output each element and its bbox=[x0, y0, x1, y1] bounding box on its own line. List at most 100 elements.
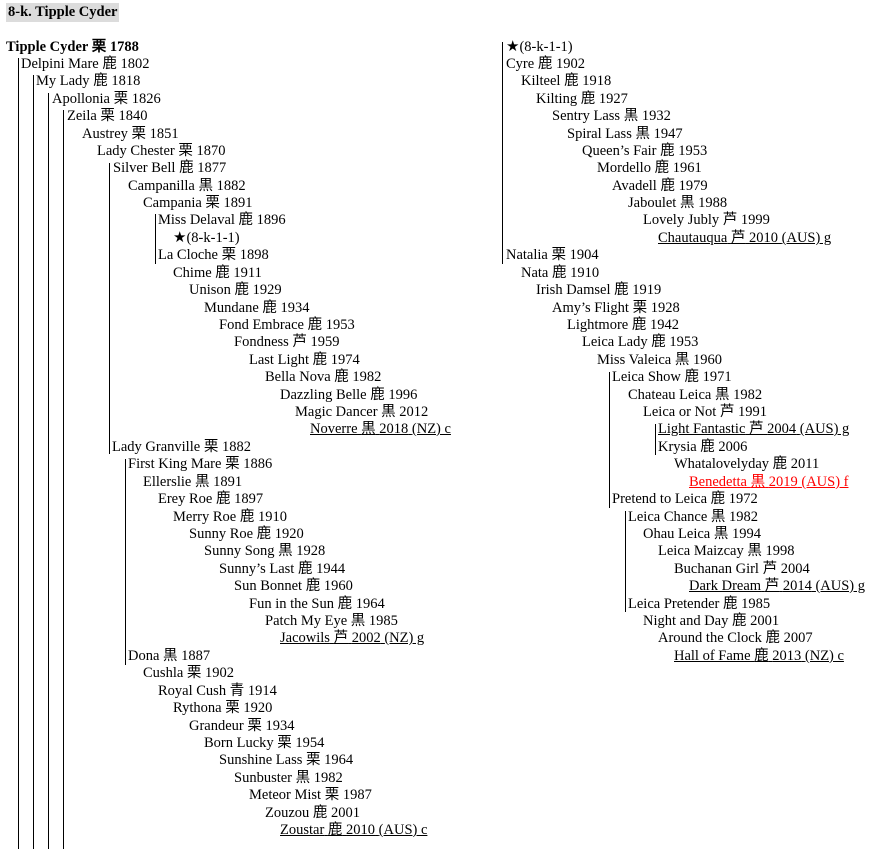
pedigree-entry-campanilla: Campanilla 黒 1882 bbox=[128, 178, 246, 195]
horse-name: Avadell bbox=[612, 178, 657, 194]
pedigree-entry-campania: Campania 栗 1891 bbox=[143, 195, 253, 212]
coat-color: 鹿 bbox=[772, 456, 788, 472]
pedigree-entry-bella-nova: Bella Nova 鹿 1982 bbox=[265, 369, 381, 386]
pedigree-entry-mundane: Mundane 鹿 1934 bbox=[204, 300, 310, 317]
pedigree-entry-miss-delaval: Miss Delaval 鹿 1896 bbox=[158, 212, 286, 229]
origin-sex: (AUS) g bbox=[815, 578, 865, 594]
birth-year: 1953 bbox=[325, 317, 355, 333]
horse-name: Tipple Cyder bbox=[6, 39, 89, 55]
horse-name: First King Mare bbox=[128, 456, 222, 472]
pedigree-entry-miss-valeica: Miss Valeica 黒 1960 bbox=[597, 352, 722, 369]
horse-name: Dark Dream bbox=[689, 578, 762, 594]
birth-year: 2010 bbox=[749, 230, 779, 246]
horse-name: Miss Delaval bbox=[158, 212, 235, 228]
horse-name: Lady Chester bbox=[97, 143, 175, 159]
coat-color: 芦 bbox=[722, 212, 738, 228]
birth-year: 1904 bbox=[569, 247, 599, 263]
birth-year: 1920 bbox=[243, 700, 273, 716]
pedigree-entry-magic-dancer: Magic Dancer 黒 2012 bbox=[295, 404, 428, 421]
pedigree-entry-royal-cush: Royal Cush 青 1914 bbox=[158, 683, 277, 700]
birth-year: 2007 bbox=[783, 630, 813, 646]
coat-color: 栗 bbox=[186, 665, 202, 681]
horse-name: Fond Embrace bbox=[219, 317, 304, 333]
pedigree-entry-noverre: Noverre 黒 2018 (NZ) c bbox=[310, 421, 451, 438]
pedigree-entry-sunny-song: Sunny Song 黒 1928 bbox=[204, 543, 325, 560]
birth-year: 1897 bbox=[234, 491, 264, 507]
pedigree-entry-lady-chester: Lady Chester 栗 1870 bbox=[97, 143, 225, 160]
pedigree-entry-lady-granville: Lady Granville 栗 1882 bbox=[112, 439, 251, 456]
pedigree-entry-grandeur: Grandeur 栗 1934 bbox=[189, 718, 295, 735]
birth-year: 1934 bbox=[280, 300, 310, 316]
coat-color: 黒 bbox=[747, 543, 762, 559]
coat-color: 芦 bbox=[730, 230, 746, 246]
coat-color: 鹿 bbox=[215, 265, 230, 281]
coat-color: 芦 bbox=[719, 404, 735, 420]
horse-name: Chautauqua bbox=[658, 230, 728, 246]
horse-name: Buchanan Girl bbox=[674, 561, 759, 577]
horse-name: Apollonia bbox=[52, 91, 110, 107]
coat-color: 黒 bbox=[381, 404, 396, 420]
birth-year: 1988 bbox=[698, 195, 728, 211]
pedigree-entry-zeila: Zeila 栗 1840 bbox=[67, 108, 148, 125]
horse-name: Sunshine Lass bbox=[219, 752, 303, 768]
coat-color: 黒 bbox=[361, 421, 376, 437]
coat-color: 鹿 bbox=[754, 648, 769, 664]
coat-color: 栗 bbox=[247, 718, 262, 734]
coat-color: 鹿 bbox=[614, 282, 629, 298]
birth-year: 2001 bbox=[750, 613, 780, 629]
pedigree-entry-tipple-cyder: Tipple Cyder 栗 1788 bbox=[6, 39, 139, 56]
birth-year: 1891 bbox=[213, 474, 243, 490]
tree-connector-line bbox=[502, 42, 503, 264]
page-title: 8-k. Tipple Cyder bbox=[6, 3, 120, 22]
birth-year: 1928 bbox=[296, 543, 326, 559]
tree-connector-line bbox=[609, 372, 610, 508]
pedigree-entry-delpini-mare: Delpini Mare 鹿 1802 bbox=[21, 56, 149, 73]
birth-year: 2013 bbox=[772, 648, 802, 664]
horse-name: Natalia bbox=[506, 247, 548, 263]
horse-name: Spiral Lass bbox=[567, 126, 632, 142]
coat-color: 鹿 bbox=[552, 265, 567, 281]
pedigree-entry-merry-roe: Merry Roe 鹿 1910 bbox=[173, 509, 287, 526]
birth-year: 1987 bbox=[342, 787, 372, 803]
horse-name: Around the Clock bbox=[658, 630, 762, 646]
coat-color: 鹿 bbox=[723, 596, 738, 612]
horse-name: Born Lucky bbox=[204, 735, 274, 751]
birth-year: 1942 bbox=[649, 317, 679, 333]
coat-color: 鹿 bbox=[102, 56, 117, 72]
origin-sex: (AUS) f bbox=[801, 474, 849, 490]
coat-color: 黒 bbox=[163, 648, 178, 664]
pedigree-entry-natalia: Natalia 栗 1904 bbox=[506, 247, 599, 264]
horse-name: Zeila bbox=[67, 108, 97, 124]
birth-year: 2004 bbox=[780, 561, 810, 577]
horse-name: Whatalovelyday bbox=[674, 456, 770, 472]
coat-color: 栗 bbox=[324, 787, 340, 803]
horse-name: Night and Day bbox=[643, 613, 729, 629]
birth-year: 1974 bbox=[330, 352, 360, 368]
birth-year: 1919 bbox=[632, 282, 662, 298]
birth-year: 1934 bbox=[265, 718, 295, 734]
horse-name: Ohau Leica bbox=[643, 526, 711, 542]
pedigree-entry-austrey: Austrey 栗 1851 bbox=[82, 126, 179, 143]
coat-color: 栗 bbox=[277, 735, 292, 751]
pedigree-entry-night-and-day: Night and Day 鹿 2001 bbox=[643, 613, 779, 630]
birth-year: 1802 bbox=[120, 56, 150, 72]
pedigree-entry-zouzou: Zouzou 鹿 2001 bbox=[265, 805, 360, 822]
pedigree-entry-mordello: Mordello 鹿 1961 bbox=[597, 160, 702, 177]
birth-year: 1982 bbox=[313, 770, 343, 786]
horse-name: Rythona bbox=[173, 700, 222, 716]
birth-year: 2004 bbox=[767, 421, 797, 437]
horse-name: Jaboulet bbox=[628, 195, 677, 211]
star-icon: ★ bbox=[173, 230, 187, 246]
birth-year: 1972 bbox=[728, 491, 758, 507]
horse-name: Campanilla bbox=[128, 178, 195, 194]
horse-name: Leica Pretender bbox=[628, 596, 720, 612]
coat-color: 黒 bbox=[714, 387, 730, 403]
coat-color: 鹿 bbox=[537, 56, 553, 72]
birth-year: 1851 bbox=[149, 126, 179, 142]
pedigree-entry-rythona: Rythona 栗 1920 bbox=[173, 700, 272, 717]
birth-year: 1979 bbox=[678, 178, 708, 194]
coat-color: 鹿 bbox=[631, 317, 647, 333]
coat-color: 芦 bbox=[333, 630, 349, 646]
coat-color: 鹿 bbox=[307, 317, 323, 333]
horse-name: Unison bbox=[189, 282, 231, 298]
